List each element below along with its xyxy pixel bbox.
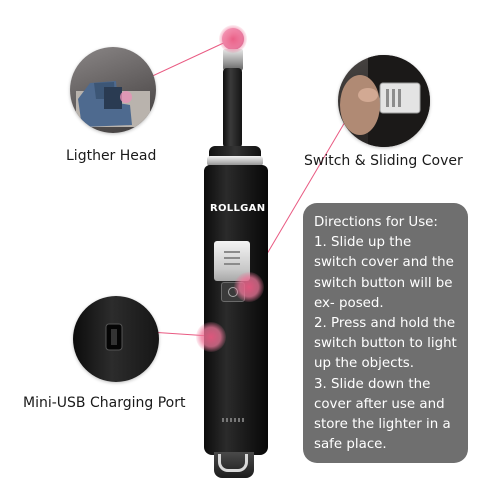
direction-step: 3. Slide down the cover after use and st…	[314, 376, 451, 453]
usb-label: Mini-USB Charging Port	[23, 395, 186, 411]
lighter-body	[204, 165, 268, 455]
direction-step: 1. Slide up the switch cover and the swi…	[314, 235, 454, 311]
switch-hotspot	[234, 272, 264, 302]
lighter-silver-band	[207, 156, 263, 166]
lighter-neck	[223, 68, 242, 148]
cover-ridge	[224, 257, 240, 259]
hanging-hook	[218, 454, 248, 472]
usb-zoom-circle	[73, 296, 159, 382]
switch-label: Switch & Sliding Cover	[304, 153, 463, 169]
head-hotspot	[219, 25, 247, 53]
lighter-head-closeup	[76, 81, 150, 127]
switch-zoom-circle	[338, 55, 430, 147]
brand-logo: ROLLGAN	[210, 203, 266, 214]
cover-ridge	[224, 251, 240, 253]
usb-hotspot	[196, 322, 226, 352]
head-zoom-circle	[70, 47, 156, 133]
directions-panel: Directions for Use: 1. Slide up the swit…	[303, 203, 468, 463]
direction-step: 2. Press and hold the switch button to l…	[314, 316, 457, 372]
head-label: Ligther Head	[66, 148, 157, 164]
usb-port-closeup	[105, 323, 123, 351]
cover-ridge	[224, 263, 240, 265]
switch-closeup	[340, 55, 430, 147]
lighter-tip-ring	[223, 49, 243, 71]
lighter-grill	[222, 418, 244, 422]
directions-title: Directions for Use:	[314, 215, 438, 230]
